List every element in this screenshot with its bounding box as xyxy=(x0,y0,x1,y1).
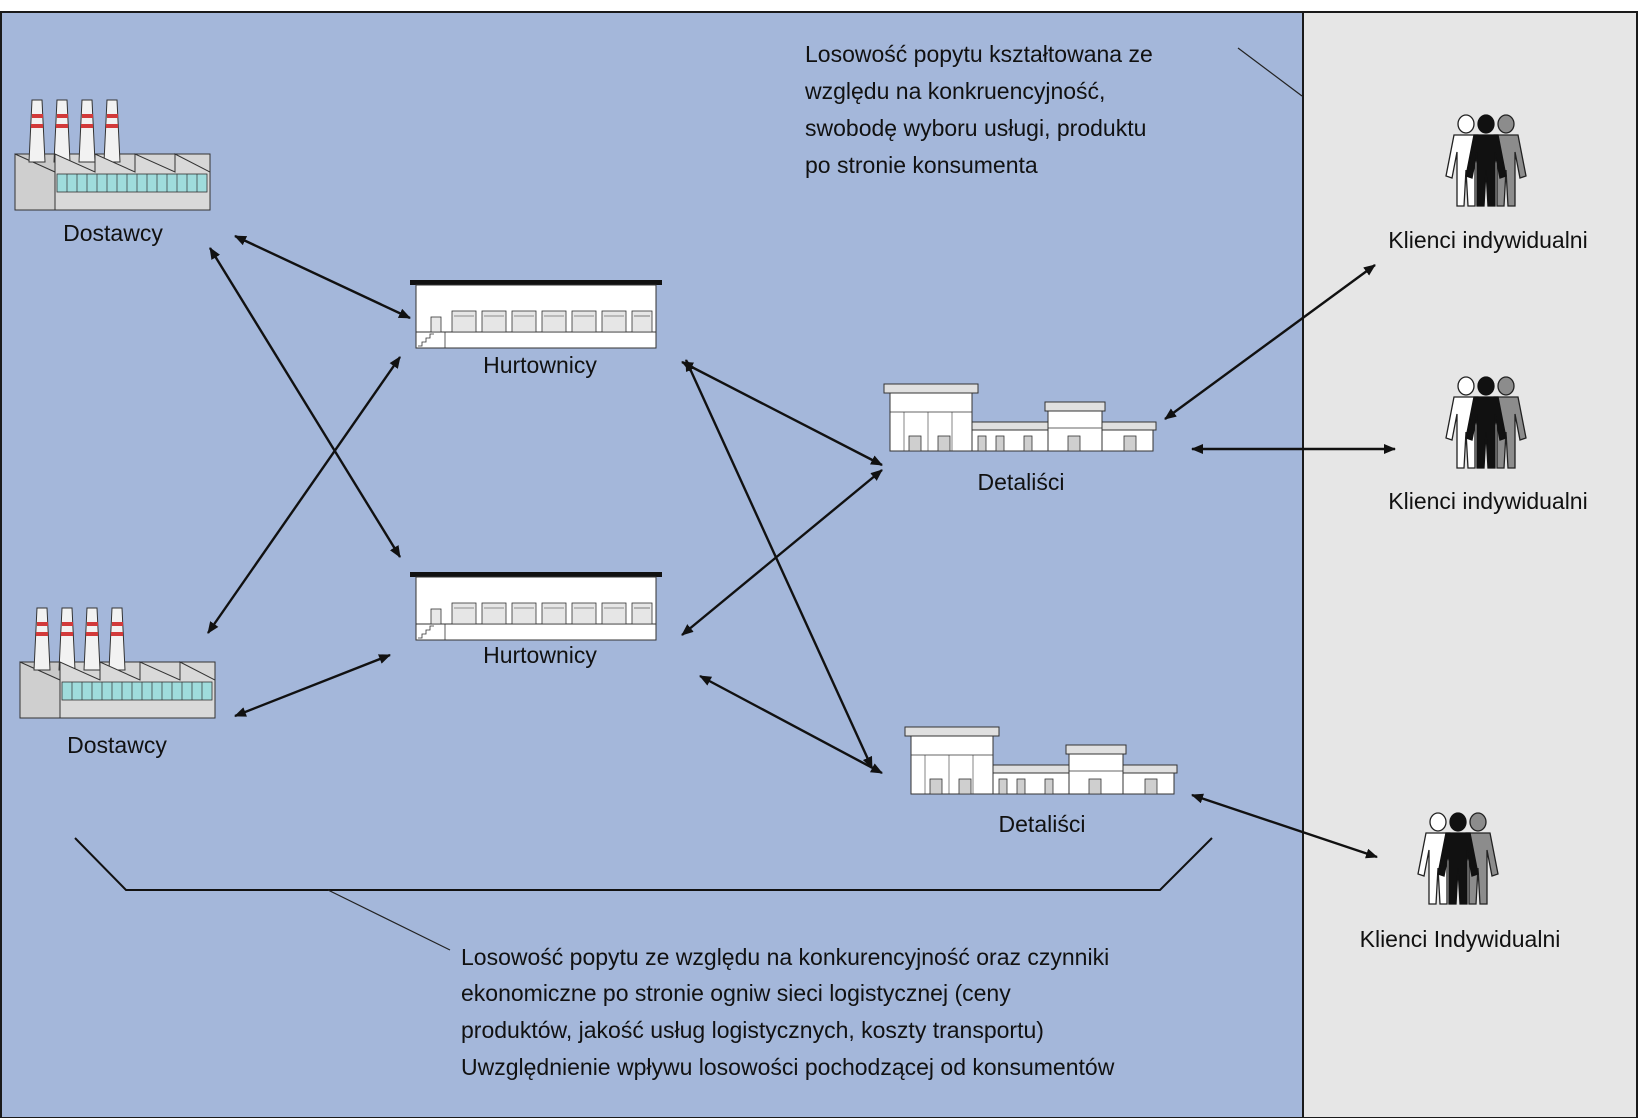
customer-label: Klienci indywidualni xyxy=(1388,227,1587,253)
network-bracket xyxy=(74,837,1213,891)
flow-arrow xyxy=(699,674,883,775)
retailer-label: Detaliści xyxy=(999,811,1086,837)
supplier-label: Dostawcy xyxy=(63,220,163,246)
flow-arrow xyxy=(1164,264,1376,420)
customer-label: Klienci indywidualni xyxy=(1388,488,1587,514)
note-leader xyxy=(1237,47,1303,97)
warehouse-icon xyxy=(409,279,663,349)
wholesaler-label: Hurtownicy xyxy=(483,642,597,668)
warehouse-icon xyxy=(409,571,663,641)
note-leader xyxy=(327,889,451,951)
supplier-label: Dostawcy xyxy=(67,732,167,758)
flow-arrow xyxy=(1191,793,1378,859)
flow-arrow xyxy=(207,356,401,634)
flow-arrow xyxy=(234,653,391,718)
network-randomness-note: Losowość popytu ze względu na konkurency… xyxy=(461,944,1116,1080)
consumer-randomness-note: Losowość popytu kształtowana ze względu … xyxy=(804,41,1159,178)
customer-label: Klienci Indywidualni xyxy=(1360,926,1561,952)
retailer-label: Detaliści xyxy=(978,469,1065,495)
wholesaler-label: Hurtownicy xyxy=(483,352,597,378)
